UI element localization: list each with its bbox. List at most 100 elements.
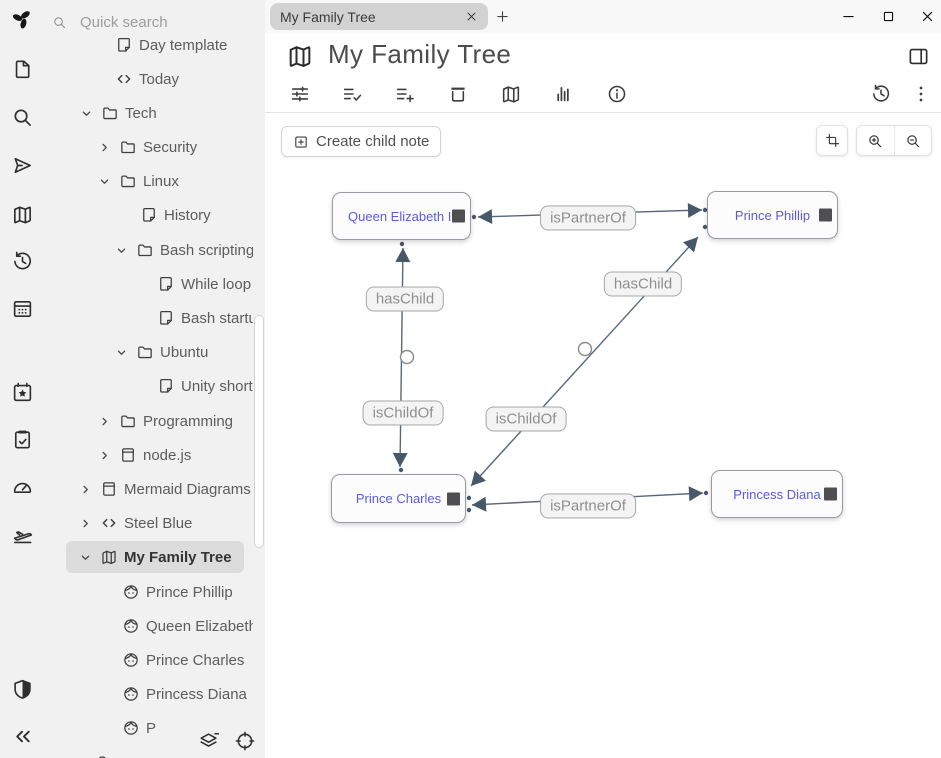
relation-label-haschild[interactable]: hasChild — [603, 271, 683, 297]
chevron-down-icon[interactable] — [97, 174, 112, 189]
relation-label-haschild[interactable]: hasChild — [365, 286, 445, 312]
tree-item-today[interactable]: Today — [46, 62, 253, 96]
tree-item-while-loop[interactable]: While loop — [46, 267, 253, 301]
edge-arrowhead — [392, 452, 408, 467]
tree-item-queen-elizabeth-ii[interactable]: Queen Elizabeth II — [46, 609, 253, 643]
zoom-in-icon — [867, 133, 883, 149]
create-child-note-button[interactable]: Create child note — [281, 126, 442, 157]
tree-item-linux[interactable]: Linux — [46, 164, 253, 198]
chevron-right-icon[interactable] — [78, 482, 93, 497]
sync-status-icon[interactable] — [198, 730, 220, 752]
dashboard-icon[interactable] — [11, 476, 34, 499]
ribbon-note-paths-icon[interactable] — [447, 83, 469, 105]
tree-item-bash-startup[interactable]: Bash startup — [46, 301, 253, 335]
reset-pan-zoom-button[interactable] — [816, 125, 848, 156]
tree-item-princess-diana[interactable]: Princess Diana — [46, 677, 253, 711]
tree-item-unity-shortcuts[interactable]: Unity shortcuts — [46, 369, 253, 403]
tree-item-mermaid-diagrams[interactable]: Mermaid Diagrams — [46, 472, 253, 506]
folder-icon — [136, 343, 154, 361]
tree-scrollbar[interactable] — [254, 315, 264, 548]
map-node-prince-phillip[interactable]: Prince Phillip — [707, 191, 838, 239]
ribbon-note-info-icon[interactable] — [606, 83, 628, 105]
relation-edges-layer — [392, 202, 709, 513]
quick-search[interactable]: Quick search — [52, 9, 252, 36]
tree-item-tech[interactable]: Tech — [46, 96, 253, 130]
events-icon[interactable] — [11, 381, 34, 404]
relation-label-ispartnerof[interactable]: isPartnerOf — [540, 205, 636, 231]
tree-item-node-js[interactable]: node.js — [46, 438, 253, 472]
ribbon-inherited-attributes-icon[interactable] — [394, 83, 416, 105]
note-map-icon[interactable] — [11, 203, 34, 226]
relation-label-ispartnerof[interactable]: isPartnerOf — [540, 493, 636, 519]
tab-close-icon[interactable] — [465, 10, 478, 23]
window-maximize-button[interactable] — [881, 9, 896, 24]
zoom-out-button[interactable] — [893, 126, 932, 155]
tree-item-prince-phillip[interactable]: Prince Phillip — [46, 575, 253, 609]
chevron-down-icon[interactable] — [78, 550, 93, 565]
tree-item-programming[interactable]: Programming — [46, 404, 253, 438]
node-drag-handle[interactable] — [452, 209, 465, 223]
note-icon — [157, 275, 175, 293]
search-icon[interactable] — [11, 106, 34, 129]
node-drag-handle[interactable] — [819, 208, 832, 222]
node-drag-handle[interactable] — [824, 487, 837, 501]
note-title: My Family Tree — [328, 39, 512, 69]
tree-item-ubuntu[interactable]: Ubuntu — [46, 335, 253, 369]
tree-item-label: Princess Diana — [146, 685, 247, 703]
ribbon-note-revisions-icon[interactable] — [870, 83, 892, 105]
edge-midpoint-handle[interactable] — [399, 349, 415, 365]
protected-session-icon[interactable] — [11, 678, 34, 701]
focus-target-icon[interactable] — [234, 730, 256, 752]
chevron-right-icon[interactable] — [97, 140, 112, 155]
chevron-down-icon[interactable] — [79, 106, 94, 121]
relation-label-ischildof[interactable]: isChildOf — [485, 406, 567, 432]
map-node-title: Princess Diana — [733, 486, 821, 502]
ribbon-note-map-icon[interactable] — [500, 83, 522, 105]
tree-item-bash-scripting[interactable]: Bash scripting — [46, 233, 253, 267]
relation-map-canvas[interactable]: isPartnerOf hasChild isChildOf hasChild isCh… — [265, 160, 941, 758]
ribbon-similar-notes-icon[interactable] — [553, 83, 575, 105]
calendar-icon[interactable] — [11, 297, 34, 320]
tree-item-my-family-tree[interactable]: My Family Tree — [46, 540, 253, 574]
ribbon-basic-properties-icon[interactable] — [289, 83, 311, 105]
book-icon — [119, 446, 137, 464]
note-icon — [115, 36, 133, 54]
tree-item-day-template[interactable]: Day template — [46, 36, 253, 62]
chevron-right-icon[interactable] — [97, 448, 112, 463]
edge-endpoint-dot — [466, 495, 472, 501]
ribbon-owned-attributes-icon[interactable] — [341, 83, 363, 105]
tree-item-partial[interactable] — [46, 745, 253, 758]
tree-item-history[interactable]: History — [46, 198, 253, 232]
tree-item-steel-blue[interactable]: Steel Blue — [46, 506, 253, 540]
map-node-prince-charles[interactable]: Prince Charles — [331, 474, 466, 523]
chevron-right-icon[interactable] — [97, 414, 112, 429]
chevron-down-icon[interactable] — [114, 345, 129, 360]
window-minimize-button[interactable] — [841, 9, 856, 24]
collapse-pane-icon[interactable] — [11, 725, 34, 748]
jump-to-note-icon[interactable] — [11, 154, 34, 177]
window-close-button[interactable] — [920, 9, 935, 24]
tab-title: My Family Tree — [280, 8, 376, 25]
node-drag-handle[interactable] — [447, 492, 460, 505]
relation-label-ischildof[interactable]: isChildOf — [362, 400, 444, 426]
edge-midpoint-handle[interactable] — [577, 341, 593, 357]
new-tab-button[interactable] — [495, 9, 510, 24]
toggle-right-pane-icon[interactable] — [907, 45, 930, 68]
edge-arrowhead — [478, 209, 493, 225]
new-note-icon[interactable] — [11, 58, 34, 81]
trip-planner-icon[interactable] — [11, 524, 34, 547]
map-node-queen-elizabeth[interactable]: Queen Elizabeth II — [332, 192, 471, 240]
chevron-down-icon[interactable] — [114, 243, 129, 258]
chevron-right-icon[interactable] — [78, 516, 93, 531]
recent-changes-icon[interactable] — [11, 250, 34, 273]
tree-item-p[interactable]: P — [46, 711, 253, 745]
zoom-out-icon — [905, 133, 921, 149]
map-node-princess-diana[interactable]: Princess Diana — [711, 470, 843, 518]
tree-item-security[interactable]: Security — [46, 130, 253, 164]
tree-item-prince-charles[interactable]: Prince Charles — [46, 643, 253, 677]
tab-my-family-tree[interactable]: My Family Tree — [270, 3, 488, 30]
book-icon — [100, 480, 118, 498]
tasks-icon[interactable] — [11, 428, 34, 451]
zoom-in-button[interactable] — [857, 126, 894, 155]
ribbon-more-menu-icon[interactable] — [910, 83, 932, 105]
